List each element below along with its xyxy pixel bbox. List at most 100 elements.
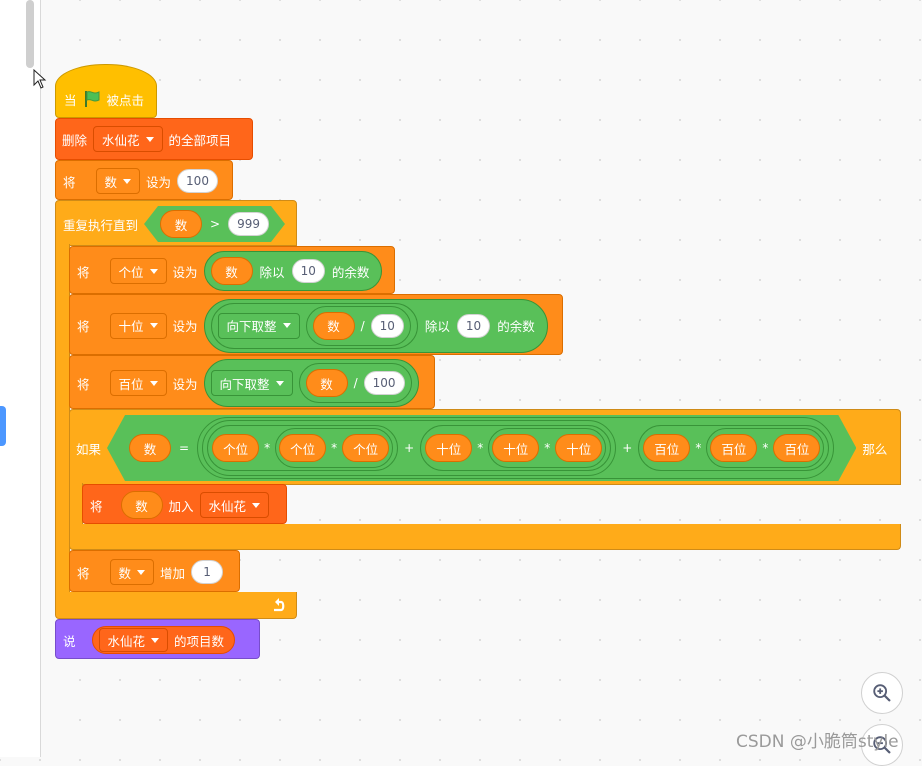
plus-symbol: +: [404, 441, 415, 455]
hundreds-cubed-product[interactable]: 百位 * 百位 * 百位: [638, 425, 829, 471]
caret-down-icon: [137, 569, 146, 575]
mod-operator[interactable]: 向下取整 数 / 10 除以 10 的余数: [203, 298, 548, 353]
value-input[interactable]: 10: [291, 259, 325, 283]
mod-label: 除以: [424, 319, 450, 334]
hundreds-reporter[interactable]: 百位: [773, 434, 820, 462]
value-input[interactable]: 999: [228, 212, 269, 236]
delete-all-of-list-block[interactable]: 删除 水仙花 的全部项目: [55, 118, 253, 160]
category-tab-indicator[interactable]: [0, 406, 6, 446]
green-flag-icon: [84, 91, 100, 107]
change-variable-block[interactable]: 将 数 增加 1: [69, 550, 240, 592]
equals-condition[interactable]: 数 = 个位 * 个位 * 个位 + 十位: [107, 415, 856, 481]
ones-reporter[interactable]: 个位: [342, 434, 389, 462]
value-input[interactable]: 100: [363, 371, 405, 395]
variable-dropdown[interactable]: 个位: [109, 258, 167, 284]
variable-reporter[interactable]: 数: [312, 311, 355, 340]
say-block[interactable]: 说 水仙花 的项目数: [55, 619, 260, 659]
add-label: 加入: [168, 498, 194, 514]
floor-operator[interactable]: 向下取整 数 / 100: [203, 359, 419, 407]
caret-down-icon: [151, 637, 160, 643]
value-input[interactable]: 10: [370, 313, 404, 338]
tens-reporter[interactable]: 十位: [492, 434, 539, 462]
variable-reporter[interactable]: 数: [305, 369, 348, 397]
scrollbar[interactable]: [26, 0, 34, 68]
ones-cubed-product[interactable]: 个位 * 个位 * 个位: [207, 425, 398, 471]
plus-operator-outer[interactable]: 个位 * 个位 * 个位 + 十位 * 十位: [197, 417, 834, 479]
list-dropdown[interactable]: 水仙花: [93, 126, 163, 152]
set-to-label: 设为: [146, 174, 172, 190]
remainder-label: 的余数: [497, 319, 535, 334]
when-flag-clicked-block[interactable]: 当 被点击: [55, 64, 157, 118]
variable-dropdown[interactable]: 十位: [109, 312, 167, 339]
repeat-until-footer[interactable]: [55, 592, 297, 619]
operator-symbol: >: [210, 217, 221, 231]
value-input[interactable]: 100: [177, 169, 218, 193]
when-label: 当: [64, 92, 77, 108]
multiply-symbol: *: [264, 441, 271, 455]
variable-dropdown[interactable]: 数: [95, 168, 141, 194]
set-variable-block[interactable]: 将 数 设为 100: [55, 160, 233, 200]
list-dropdown[interactable]: 水仙花: [199, 492, 270, 518]
list-name: 水仙花: [107, 633, 146, 649]
remainder-label: 的余数: [331, 264, 370, 280]
caret-down-icon: [149, 268, 158, 274]
loop-arrow-icon: [274, 598, 285, 612]
tens-reporter[interactable]: 十位: [555, 434, 602, 462]
set-to-label: 设为: [172, 264, 198, 280]
set-hundreds-block[interactable]: 将 百位 设为 向下取整 数 / 100: [69, 355, 435, 409]
value-input[interactable]: 1: [191, 560, 224, 584]
all-items-label: 的全部项目: [168, 132, 232, 148]
set-label: 将: [77, 319, 90, 334]
tens-reporter[interactable]: 十位: [425, 434, 472, 462]
caret-down-icon: [149, 323, 158, 328]
mouse-cursor-icon: [33, 69, 47, 89]
variable-reporter[interactable]: 数: [129, 434, 171, 462]
zoom-in-icon: [873, 684, 891, 702]
ones-reporter[interactable]: 个位: [279, 434, 326, 462]
if-then-footer[interactable]: [69, 524, 901, 550]
variable-dropdown[interactable]: 百位: [109, 370, 167, 396]
caret-down-icon: [275, 380, 284, 386]
value-input[interactable]: 10: [456, 313, 491, 338]
hundreds-reporter[interactable]: 百位: [710, 434, 757, 462]
multiply-operator[interactable]: 个位 * 个位: [275, 428, 393, 468]
zoom-in-button[interactable]: [861, 672, 903, 714]
tens-cubed-product[interactable]: 十位 * 十位 * 十位: [420, 425, 611, 471]
multiply-operator[interactable]: 百位 * 百位: [706, 428, 824, 468]
plus-operator-inner[interactable]: 个位 * 个位 * 个位 + 十位 * 十位: [202, 420, 616, 476]
set-label: 将: [77, 264, 90, 280]
list-dropdown[interactable]: 水仙花: [98, 628, 169, 652]
multiply-operator[interactable]: 十位 * 十位: [488, 428, 606, 468]
add-to-list-block[interactable]: 将 数 加入 水仙花: [82, 484, 287, 524]
set-ones-block[interactable]: 将 个位 设为 数 除以 10 的余数: [69, 246, 395, 294]
greater-than-condition[interactable]: 数 > 999: [144, 206, 285, 242]
divide-operator[interactable]: 数 / 10: [305, 305, 411, 346]
hundreds-reporter[interactable]: 百位: [643, 434, 690, 462]
clicked-label: 被点击: [106, 92, 145, 108]
math-function-dropdown[interactable]: 向下取整: [217, 312, 300, 339]
plus-symbol: +: [622, 441, 633, 455]
set-tens-block[interactable]: 将 十位 设为 向下取整 数 / 10 除以 10 的余数: [69, 294, 563, 355]
if-label: 如果: [76, 441, 102, 457]
variable-reporter[interactable]: 数: [160, 210, 202, 238]
divide-operator[interactable]: 数 / 100: [298, 363, 412, 403]
caret-down-icon: [282, 323, 291, 328]
if-then-block[interactable]: 如果 数 = 个位 * 个位 * 个位 +: [69, 409, 901, 485]
repeat-until-block[interactable]: 重复执行直到 数 > 999: [55, 200, 297, 246]
variable-reporter[interactable]: 数: [120, 491, 163, 519]
list-name: 水仙花: [208, 498, 247, 514]
set-label: 将: [77, 565, 90, 581]
floor-operator[interactable]: 向下取整 数 / 10: [210, 302, 418, 349]
divide-symbol: /: [353, 376, 358, 390]
ones-reporter[interactable]: 个位: [212, 434, 259, 462]
list-length-reporter[interactable]: 水仙花 的项目数: [91, 626, 236, 654]
caret-down-icon: [145, 136, 154, 142]
delete-label: 删除: [62, 132, 88, 148]
repeat-until-arm: [55, 244, 70, 596]
variable-dropdown[interactable]: 数: [109, 559, 155, 585]
variable-reporter[interactable]: 数: [210, 257, 253, 285]
mod-operator[interactable]: 数 除以 10 的余数: [203, 251, 383, 291]
math-function-dropdown[interactable]: 向下取整: [210, 370, 293, 396]
variable-name: 百位: [118, 376, 144, 392]
palette-edge: [0, 0, 41, 757]
